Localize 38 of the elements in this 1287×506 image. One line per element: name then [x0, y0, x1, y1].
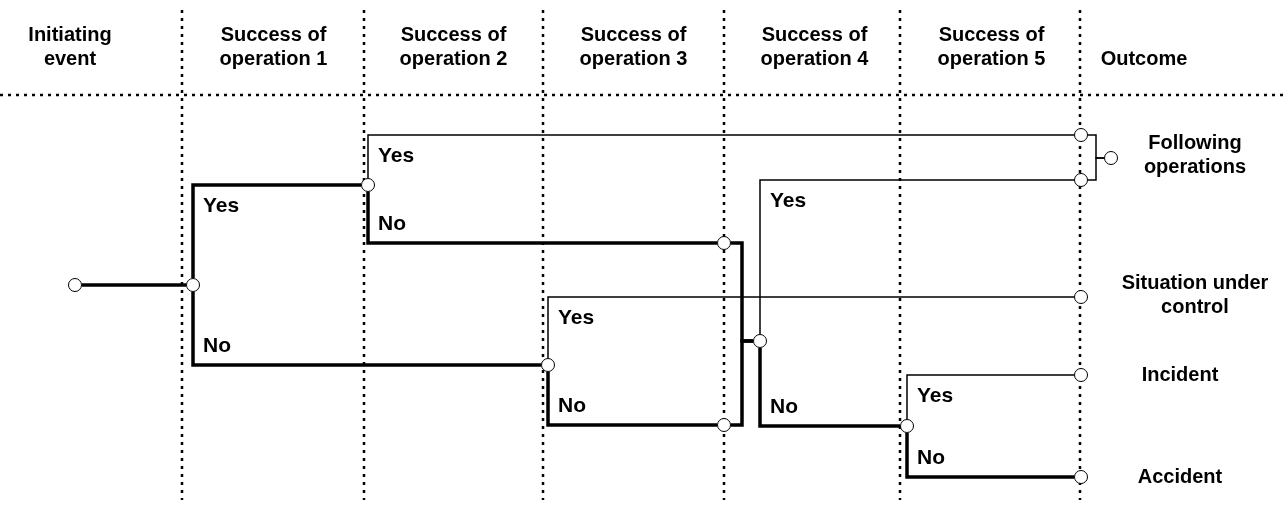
event-node-circle [186, 278, 200, 292]
column-header: Success of operation 2 [398, 22, 509, 70]
branch-line [731, 339, 753, 427]
branch-line [758, 348, 900, 428]
event-node-circle [717, 236, 731, 250]
event-node-circle [1074, 173, 1088, 187]
column-header: Initiating event [27, 22, 113, 70]
outcome-label: Incident [1140, 362, 1220, 386]
branch-line [191, 292, 541, 367]
branch-line [191, 183, 361, 278]
event-node-circle [1074, 368, 1088, 382]
column-header: Success of operation 4 [759, 22, 870, 70]
event-node-circle [361, 178, 375, 192]
event-node-circle [68, 278, 82, 292]
branch-line [366, 192, 717, 245]
event-node-circle [541, 358, 555, 372]
event-node-circle [1074, 470, 1088, 484]
branch-line [546, 372, 717, 427]
column-header: Success of operation 5 [936, 22, 1047, 70]
branch-line [1087, 157, 1105, 181]
outcome-label: Following operations [1142, 130, 1248, 178]
column-header: Outcome [1099, 46, 1189, 70]
branch-line [759, 179, 1075, 335]
branch-line [82, 283, 186, 287]
event-node-circle [717, 418, 731, 432]
column-header: Success of operation 3 [578, 22, 689, 70]
branch-line [367, 134, 1075, 179]
event-node-circle [753, 334, 767, 348]
column-header: Success of operation 1 [218, 22, 329, 70]
outcome-label: Accident [1136, 464, 1224, 488]
branch-line [905, 433, 1074, 479]
event-node-circle [1074, 290, 1088, 304]
event-node-circle [1104, 151, 1118, 165]
outcome-label: Situation under control [1120, 270, 1270, 318]
event-node-circle [900, 419, 914, 433]
event-node-circle [1074, 128, 1088, 142]
branch-line [906, 374, 1075, 420]
branch-line [547, 296, 1075, 359]
